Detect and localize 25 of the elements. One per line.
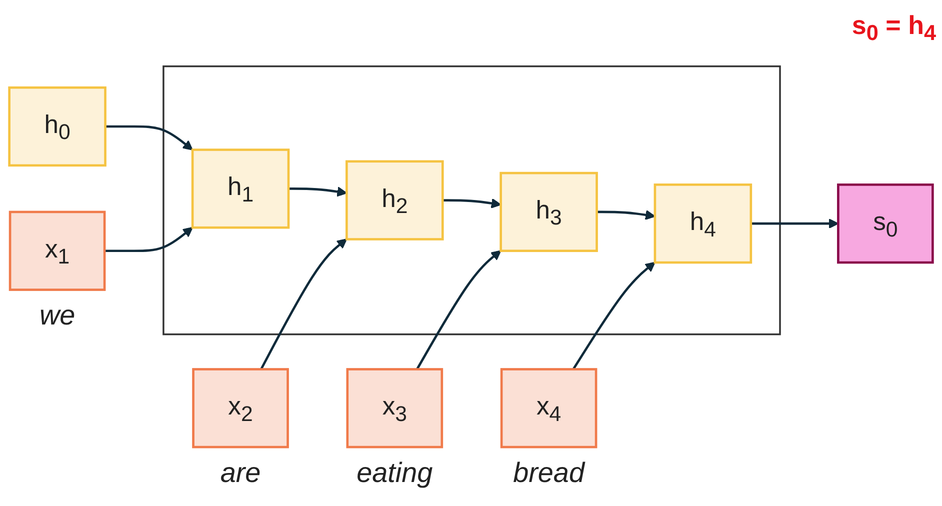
- word-label: are: [220, 456, 261, 488]
- equation: s$_{0}$ = h$_{4}$: [852, 10, 936, 46]
- node-box: h$_{2}$: [346, 160, 444, 240]
- arrow: [105, 125, 193, 150]
- node-box: x$_{1}$: [8, 210, 106, 291]
- arrow: [572, 262, 656, 370]
- node-box: s$_{0}$: [837, 183, 934, 264]
- node-box: x$_{3}$: [346, 368, 444, 448]
- arrow: [288, 186, 348, 196]
- node-box: x$_{4}$: [500, 368, 598, 448]
- node-box: x$_{2}$: [192, 368, 289, 448]
- arrow: [104, 226, 193, 252]
- word-label: bread: [513, 456, 584, 488]
- node-box: h$_{0}$: [8, 86, 106, 166]
- arrow: [260, 238, 348, 370]
- cluster: [162, 65, 781, 335]
- node-box: h$_{4}$: [654, 183, 752, 264]
- word-label: eating: [356, 456, 433, 488]
- arrow: [442, 198, 502, 208]
- node-box: h$_{3}$: [500, 172, 598, 252]
- node-box: h$_{1}$: [191, 148, 290, 228]
- word-label: we: [39, 299, 76, 330]
- arrow: [416, 250, 502, 370]
- arrow: [750, 218, 839, 228]
- arrow: [596, 210, 656, 220]
